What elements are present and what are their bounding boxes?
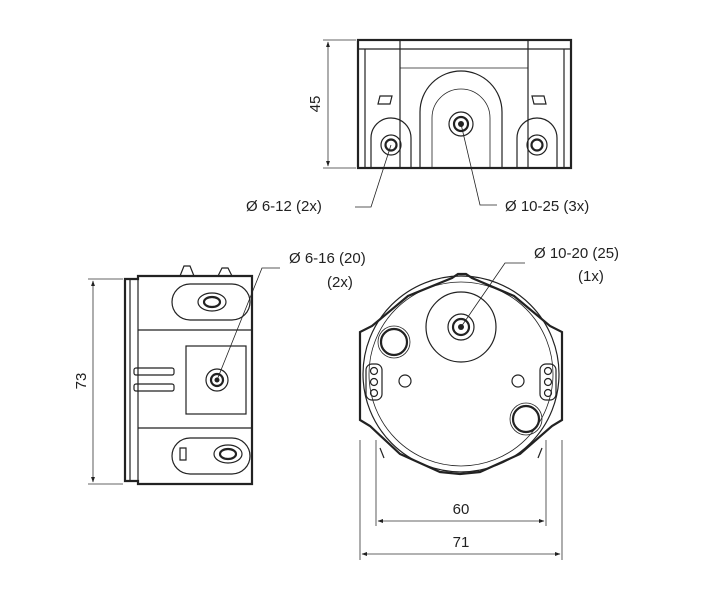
top-view: 45: [307, 38, 573, 208]
dim-height-side-view: 73: [73, 373, 90, 390]
side-view: 73: [73, 265, 280, 486]
label-top-center-hole: Ø 10-25 (3x): [505, 198, 589, 215]
label-side-hole-line1: Ø 6-16 (20): [289, 250, 366, 267]
label-side-hole-line2: (2x): [327, 274, 353, 291]
label-front-hole-line2: (1x): [578, 268, 604, 285]
dim-outer-width: 71: [453, 534, 470, 551]
label-front-hole-line1: Ø 10-20 (25): [534, 245, 619, 262]
dim-height-top-view: 45: [307, 96, 324, 113]
label-top-left-hole: Ø 6-12 (2x): [246, 198, 322, 215]
front-view: 60 71: [358, 262, 564, 560]
dim-inner-width: 60: [453, 501, 470, 518]
